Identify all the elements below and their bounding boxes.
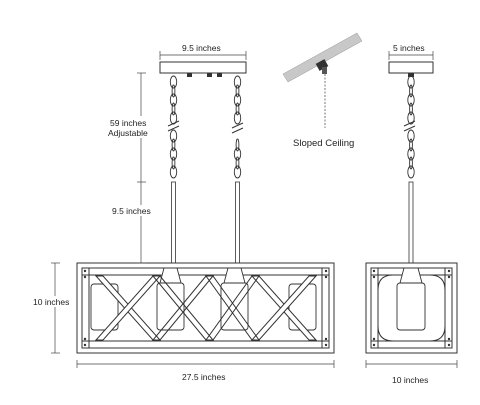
side-corner-bolts [372, 269, 451, 347]
sloped-ceiling-label: Sloped Ceiling [293, 138, 354, 149]
side-chain [407, 75, 415, 179]
chain-link [407, 147, 415, 161]
chain-link [169, 129, 178, 143]
chain-link [235, 102, 240, 116]
chain-link [171, 138, 176, 152]
side-depth-label: 10 inches [392, 375, 428, 385]
sloped-ceiling-plane [282, 32, 363, 83]
side-rod [408, 181, 414, 267]
chain-break-marks [167, 120, 244, 134]
chain-link [233, 75, 242, 89]
chain-link [235, 84, 240, 98]
side-top-width-label: 5 inches [393, 43, 425, 53]
chain-link [409, 84, 413, 98]
front-cross-braces [94, 275, 318, 341]
chain-link [169, 147, 178, 161]
dimension-lines [51, 51, 458, 368]
chain-link [233, 111, 242, 125]
fixture-length-label: 27.5 inches [182, 372, 225, 382]
chain-link [169, 165, 178, 179]
chain-link [407, 93, 415, 107]
front-canopy [159, 61, 247, 74]
chain-link [171, 102, 176, 116]
rod-length-label: 9.5 inches [112, 206, 151, 216]
front-corner-bolts [83, 269, 328, 347]
chain-link [407, 165, 415, 179]
chain-link [235, 138, 240, 152]
chain-link [233, 165, 242, 179]
chain-link [169, 75, 178, 89]
top-width-label: 9.5 inches [182, 43, 221, 53]
chain-adjustable-label: Adjustable [108, 128, 148, 138]
chain-link [169, 93, 178, 107]
chain-link [171, 156, 176, 170]
fixture-height-label: 10 inches [33, 297, 69, 307]
front-glass-shades [90, 267, 317, 331]
chain-link [407, 75, 415, 89]
chain-link [407, 129, 415, 143]
front-view [76, 61, 335, 354]
side-view [365, 61, 458, 354]
dimension-labels: 9.5 inches 5 inches 59 inches Adjustable… [32, 43, 428, 385]
chain-link [235, 156, 240, 170]
sloped-ceiling-detail: Sloped Ceiling [282, 32, 363, 149]
front-rod-right [235, 181, 240, 267]
chain-link [171, 84, 176, 98]
side-glass-shade [396, 267, 426, 331]
side-canopy [388, 61, 434, 74]
chain-link [409, 102, 413, 116]
chain-link [407, 111, 415, 125]
chain-length-label: 59 inches [110, 118, 146, 128]
chain-link [409, 156, 413, 170]
front-chain-right [233, 75, 242, 179]
chain-link [409, 138, 413, 152]
chain-link [233, 93, 242, 107]
front-chain-left [169, 75, 178, 179]
chain-link [233, 147, 242, 161]
front-rod-left [171, 181, 176, 267]
